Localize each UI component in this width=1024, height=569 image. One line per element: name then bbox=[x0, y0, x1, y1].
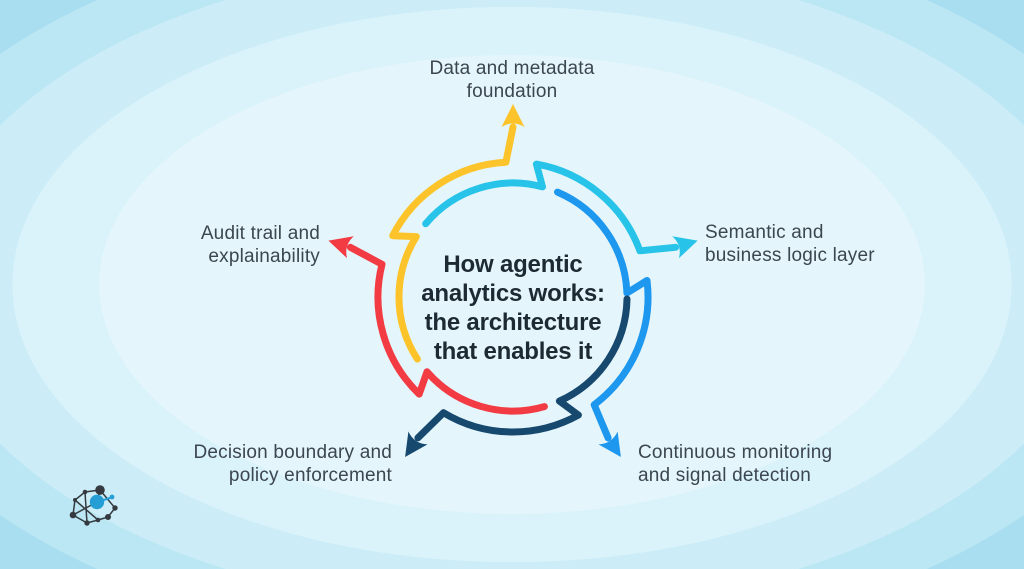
semantic-and-business-logic-layer-arc bbox=[422, 160, 680, 255]
continuous-monitoring-and-signal-detection-arrowhead bbox=[598, 431, 621, 457]
decision-boundary-and-policy-enforcement-arc bbox=[414, 295, 631, 442]
label-decision-boundary-and-policy-enforcement: Decision boundary and policy enforcement bbox=[162, 441, 392, 487]
label-line: and signal detection bbox=[638, 465, 812, 486]
logo-nodes bbox=[69, 485, 118, 526]
label-line: Continuous monitoring bbox=[638, 442, 833, 463]
semantic-and-business-logic-layer-arrowhead bbox=[672, 236, 698, 259]
label-audit-trail-and-explainability: Audit trail and explainability bbox=[120, 222, 320, 268]
diagram-title: How agentic analytics works: the archite… bbox=[368, 250, 658, 366]
network-graph-logo-icon bbox=[69, 485, 118, 526]
label-line: Data and metadata bbox=[429, 58, 595, 79]
continuous-monitoring-and-signal-detection-segment bbox=[554, 188, 652, 457]
continuous-monitoring-and-signal-detection-arc bbox=[554, 188, 652, 442]
title-line-4: that enables it bbox=[433, 338, 593, 365]
audit-trail-and-explainability-segment bbox=[328, 236, 548, 415]
logo-accent-node bbox=[89, 494, 105, 510]
label-line: foundation bbox=[466, 81, 558, 102]
data-and-metadata-foundation-segment bbox=[389, 104, 525, 363]
label-line: business logic layer bbox=[705, 245, 875, 266]
logo-accent-link bbox=[101, 496, 111, 502]
label-line: explainability bbox=[208, 246, 320, 267]
data-and-metadata-foundation-arrowhead bbox=[501, 104, 525, 127]
title-line-1: How agentic bbox=[443, 251, 583, 278]
label-data-and-metadata-foundation: Data and metadata foundation bbox=[362, 57, 662, 103]
decision-boundary-and-policy-enforcement-arrowhead bbox=[405, 431, 428, 457]
title-line-2: analytics works: bbox=[421, 280, 605, 307]
decision-boundary-and-policy-enforcement-segment bbox=[405, 295, 631, 457]
label-line: Semantic and bbox=[705, 222, 824, 243]
label-semantic-and-business-logic-layer: Semantic and business logic layer bbox=[705, 221, 935, 267]
title-line-3: the architecture bbox=[424, 309, 602, 336]
label-line: policy enforcement bbox=[228, 465, 392, 486]
data-and-metadata-foundation-arc bbox=[389, 123, 517, 363]
logo-accent-dot bbox=[109, 494, 115, 500]
audit-trail-and-explainability-arc bbox=[346, 243, 548, 415]
semantic-and-business-logic-layer-segment bbox=[422, 160, 698, 259]
audit-trail-and-explainability-arrowhead bbox=[328, 236, 354, 259]
label-continuous-monitoring-and-signal-detection: Continuous monitoring and signal detecti… bbox=[638, 441, 868, 487]
label-line: Audit trail and bbox=[200, 223, 320, 244]
label-line: Decision boundary and bbox=[193, 442, 392, 463]
